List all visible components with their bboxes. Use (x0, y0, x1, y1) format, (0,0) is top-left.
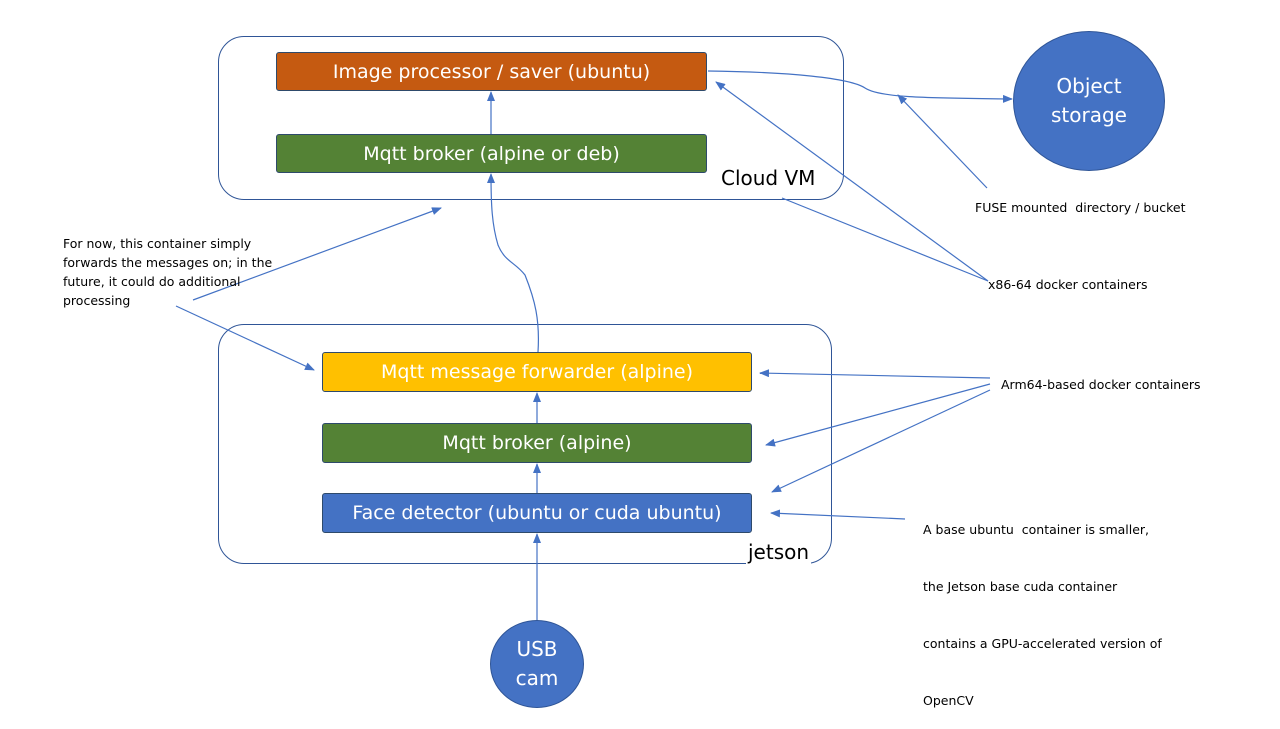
x86-note: x86-64 docker containers (988, 277, 1148, 292)
arm-note: Arm64-based docker containers (1001, 377, 1201, 392)
object-storage-node[interactable]: Object storage (1013, 31, 1165, 171)
arrow-forwarder-to-cloud-broker (487, 173, 540, 353)
base-note-line: contains a GPU-accelerated version of (923, 636, 1162, 651)
message-forwarder-node[interactable]: Mqtt message forwarder (alpine) (322, 352, 752, 392)
object-storage-line2: storage (1051, 103, 1127, 127)
arrow-note-to-cloud-vm (192, 207, 442, 301)
base-note-line: the Jetson base cuda container (923, 579, 1118, 594)
image-processor-label: Image processor / saver (ubuntu) (332, 60, 651, 83)
cloud-vm-label: Cloud VM (721, 166, 816, 190)
forwarder-note-line: forwards the messages on; in the (63, 255, 273, 270)
arrow-note-to-forwarder (175, 305, 315, 371)
usb-cam-node[interactable]: USB cam (490, 620, 584, 708)
arrow-processor-to-storage (707, 70, 1013, 103)
arrow-x86-to-processor (715, 81, 989, 282)
face-detector-node[interactable]: Face detector (ubuntu or cuda ubuntu) (322, 493, 752, 533)
message-forwarder-label: Mqtt message forwarder (alpine) (380, 361, 694, 383)
image-processor-node[interactable]: Image processor / saver (ubuntu) (276, 52, 707, 91)
jetson-mqtt-broker-label: Mqtt broker (alpine) (442, 432, 632, 454)
arrow-arm-to-forwarder (759, 369, 991, 379)
arrow-base-note-to-face-detector (770, 509, 906, 520)
forwarder-note: For now, this container simply forwards … (63, 234, 272, 310)
forwarder-note-line: future, it could do additional (63, 274, 241, 289)
base-note: A base ubuntu container is smaller, the … (923, 482, 1162, 729)
arrow-arm-to-face-detector (771, 389, 991, 493)
fuse-note: FUSE mounted directory / bucket (975, 200, 1186, 215)
jetson-mqtt-broker-node[interactable]: Mqtt broker (alpine) (322, 423, 752, 463)
usb-cam-line1: USB (516, 637, 558, 661)
jetson-group (218, 324, 832, 564)
cloud-vm-group (218, 36, 844, 200)
cloud-mqtt-broker-label: Mqtt broker (alpine or deb) (363, 142, 620, 165)
line-x86-to-cloud-vm (781, 197, 989, 282)
face-detector-label: Face detector (ubuntu or cuda ubuntu) (352, 502, 722, 524)
forwarder-note-line: processing (63, 293, 131, 308)
forwarder-note-line: For now, this container simply (63, 236, 252, 251)
arrow-fuse-note-to-link (897, 94, 988, 189)
jetson-label: jetson (746, 540, 812, 564)
usb-cam-line2: cam (515, 666, 559, 690)
arrow-arm-to-broker (765, 383, 991, 447)
base-note-line: OpenCV (923, 693, 974, 708)
object-storage-line1: Object (1056, 74, 1122, 98)
base-note-line: A base ubuntu container is smaller, (923, 522, 1150, 537)
cloud-mqtt-broker-node[interactable]: Mqtt broker (alpine or deb) (276, 134, 707, 173)
